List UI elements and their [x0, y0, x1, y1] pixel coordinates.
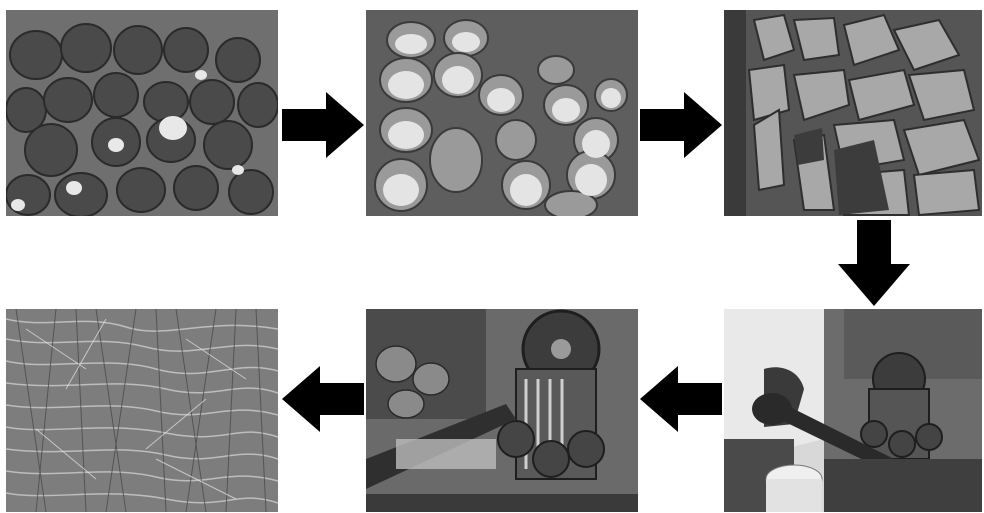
- right-arrow-2-icon: [640, 92, 722, 158]
- fiber-extraction-machine-photo: [366, 309, 638, 512]
- left-arrow-1-icon: [640, 366, 722, 432]
- broken-husk-pieces-photo: [724, 10, 982, 216]
- down-arrow-icon: [838, 220, 910, 306]
- left-arrow-2-icon: [282, 366, 364, 432]
- extracted-coir-fiber-photo: [6, 309, 278, 512]
- halved-coconut-shells-photo: [366, 10, 638, 216]
- right-arrow-1-icon: [282, 92, 364, 158]
- worker-operating-machine-photo: [724, 309, 982, 512]
- whole-coconuts-photo: [6, 10, 278, 216]
